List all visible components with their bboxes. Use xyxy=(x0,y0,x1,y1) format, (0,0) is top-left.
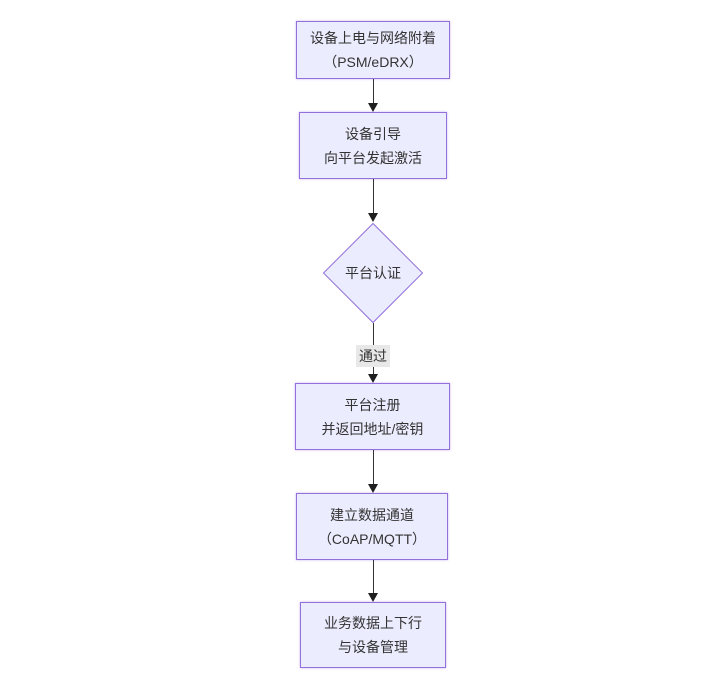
arrowhead-icon xyxy=(368,374,378,383)
node-label-line: 建立数据通道 xyxy=(330,506,414,523)
node-label-line: 与设备管理 xyxy=(338,639,408,655)
node-data-channel: 建立数据通道 （CoAP/MQTT） xyxy=(296,493,448,560)
node-business-data: 业务数据上下行 与设备管理 xyxy=(300,602,446,668)
edge-line xyxy=(372,560,374,593)
arrowhead-icon xyxy=(368,103,378,112)
edge-n5-n6 xyxy=(367,560,379,602)
node-device-bootstrap: 设备引导 向平台发起激活 xyxy=(299,112,447,179)
arrowhead-icon xyxy=(368,484,378,493)
edge-n2-n3 xyxy=(367,179,379,222)
edge-n1-n2 xyxy=(367,79,379,112)
node-label-line: （CoAP/MQTT） xyxy=(317,530,427,547)
node-label-line: （PSM/eDRX） xyxy=(323,54,423,70)
node-power-on-attach: 设备上电与网络附着 （PSM/eDRX） xyxy=(296,21,450,79)
node-label-line: 平台认证 xyxy=(345,264,401,281)
arrowhead-icon xyxy=(368,593,378,602)
edge-n4-n5 xyxy=(367,450,379,493)
node-label-line: 平台注册 xyxy=(344,396,401,413)
edge-label-pass: 通过 xyxy=(356,345,390,367)
edge-line xyxy=(372,179,374,213)
node-label-line: 设备引导 xyxy=(345,125,401,142)
arrowhead-icon xyxy=(368,213,378,222)
node-label-line: 业务数据上下行 xyxy=(324,615,422,631)
node-label-line: 向平台发起激活 xyxy=(324,149,422,166)
node-label-line: 并返回地址/密钥 xyxy=(321,420,424,437)
node-platform-register: 平台注册 并返回地址/密钥 xyxy=(295,383,450,450)
node-label-line: 设备上电与网络附着 xyxy=(310,30,436,46)
node-platform-auth: 平台认证 xyxy=(322,222,424,323)
edge-line xyxy=(372,450,374,484)
edge-line xyxy=(372,79,374,103)
